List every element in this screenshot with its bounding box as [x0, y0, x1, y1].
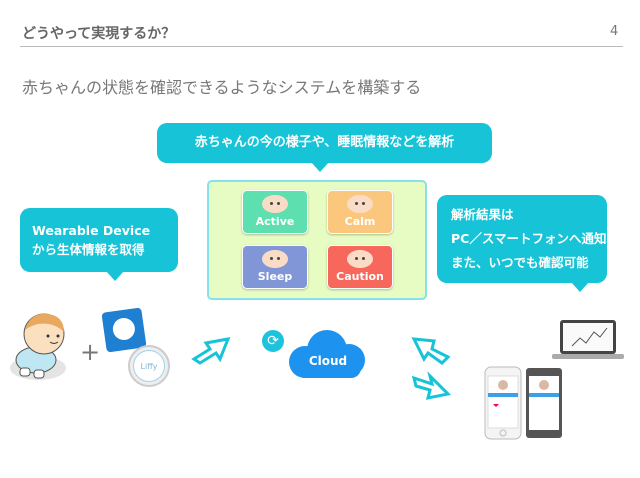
arrow-to-cloud-icon: [411, 337, 451, 365]
state-label: Caution: [336, 270, 384, 283]
slide-subtitle: 赤ちゃんの状態を確認できるようなシステムを構築する: [22, 78, 422, 97]
state-label: Active: [255, 215, 295, 228]
state-tile-calm: Calm: [327, 190, 393, 234]
wearable-bubble-line2: から生体情報を取得: [32, 242, 145, 257]
baby-face-icon: [347, 250, 373, 268]
baby-face-icon: [262, 195, 288, 213]
notify-bubble: 解析結果は PC／スマートフォンへ通知 また、いつでも確認可能: [437, 195, 607, 283]
state-tile-caution: Caution: [327, 245, 393, 289]
wearable-bubble-line1: Wearable Device: [32, 223, 151, 238]
analysis-bubble: 赤ちゃんの今の様子や、睡眠情報などを解析: [157, 123, 492, 163]
wearable-device-round: Liffy: [128, 345, 170, 387]
device-brand-label: Liffy: [133, 350, 165, 382]
laptop-icon: [552, 320, 624, 359]
bubble-tail: [311, 162, 329, 172]
sync-icon: ⟳: [262, 330, 284, 352]
baby-face-icon: [347, 195, 373, 213]
bubble-tail: [106, 271, 124, 281]
baby-state-panel: [207, 180, 427, 300]
arrow-to-cloud-icon: [191, 337, 231, 365]
bubble-tail: [571, 282, 589, 292]
notify-bubble-line3: また、いつでも確認可能: [451, 255, 589, 270]
divider: [20, 46, 623, 47]
page-number: 4: [610, 24, 619, 39]
baby-illustration: [10, 313, 66, 380]
state-label: Sleep: [257, 270, 293, 283]
arrow-to-devices-icon: [411, 371, 452, 400]
notify-bubble-line2: PC／スマートフォンへ通知: [451, 231, 607, 246]
baby-face-icon: [262, 250, 288, 268]
state-label: Calm: [344, 215, 376, 228]
slide-title: どうやって実現するか？: [22, 26, 176, 42]
notify-bubble-line1: 解析結果は: [451, 207, 514, 222]
plus-sign: +: [80, 338, 101, 366]
state-tile-sleep: Sleep: [242, 245, 308, 289]
wearable-bubble: Wearable Device から生体情報を取得: [20, 208, 178, 272]
smartphones-icon: [484, 366, 562, 440]
state-tile-active: Active: [242, 190, 308, 234]
cloud-icon: [289, 330, 365, 378]
cloud-label: Cloud: [308, 354, 348, 368]
